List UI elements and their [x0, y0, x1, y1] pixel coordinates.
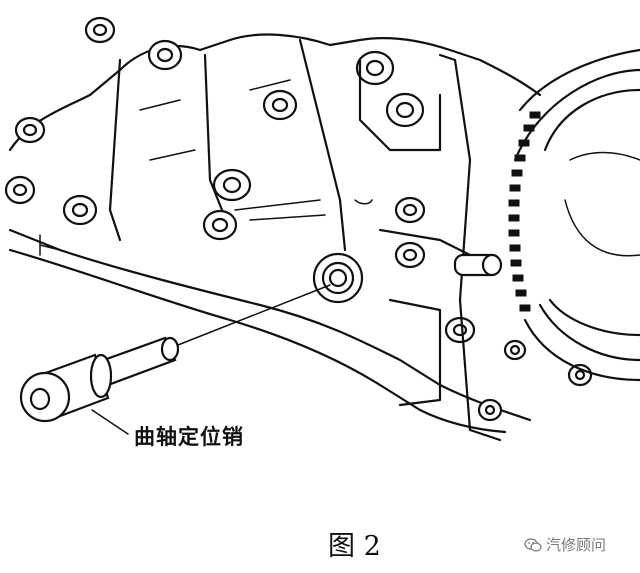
engine-block [8, 33, 542, 434]
wechat-icon [524, 537, 542, 552]
positioning-hole [312, 252, 364, 304]
bracket-linkage [354, 53, 503, 442]
watermark-text: 汽修顾问 [546, 536, 607, 554]
bolt-bosses [4, 16, 593, 422]
figure-caption: 图 2 [328, 531, 381, 562]
pin-label: 曲轴定位销 [134, 425, 244, 449]
crankshaft-positioning-pin [19, 336, 180, 423]
flywheel [508, 48, 640, 382]
leader-line [177, 284, 331, 346]
watermark: 汽修顾问 [524, 534, 606, 555]
callout-pointer [91, 409, 129, 435]
